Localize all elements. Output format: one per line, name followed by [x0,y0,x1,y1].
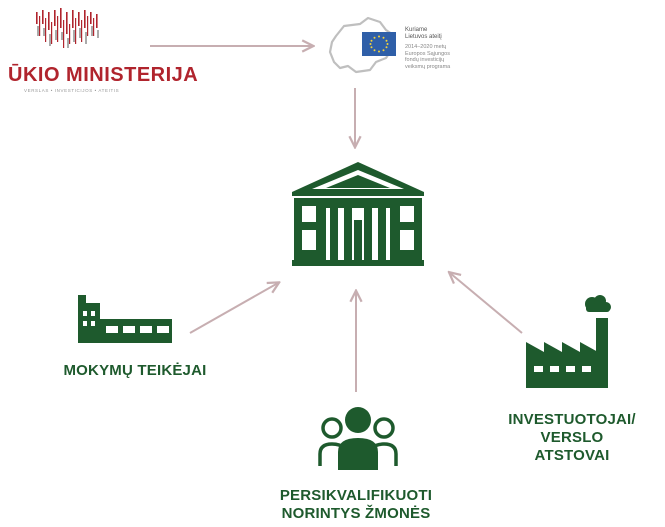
eu-flag-icon [362,32,396,56]
investors-label-line2: VERSLO [540,429,604,446]
ministry-name: ŪKIO MINISTERIJA [8,64,199,86]
training-building-icon [78,295,172,343]
eu-slogan-line1: Kuriame [405,27,428,33]
eu-funds-logo: Kuriame Lietuvos ateitį 2014–2020 metų E… [320,10,460,80]
eu-program-line: 2014–2020 metų [405,44,447,50]
investors-label: INVESTUOTOJAI/ VERSLO ATSTOVAI [482,411,662,465]
lithuania-map-icon [328,16,396,74]
arrow-training-to-center [189,283,278,334]
training-providers-label: MOKYMŲ TEIKĖJAI [63,362,207,379]
people-label-line2: NORINTYS ŽMONĖS [281,505,431,522]
eu-program-line: veiksmų programa [405,63,451,70]
investors-label-line1: INVESTUOTOJAI/ [508,411,636,428]
ministry-subtitle: VERSLAS • INVESTICIJOS • ATEITIS [24,88,120,93]
factory-icon [526,295,611,388]
people-group-icon [318,407,398,470]
eu-program-line: fondų investicijų [405,57,445,63]
ministry-logo: ŪKIO MINISTERIJA VERSLAS • INVESTICIJOS … [8,8,198,93]
eu-program-line: Europos Sąjungos [405,50,450,57]
people-label-line1: PERSIKVALIFIKUOTI [279,487,433,504]
investors-label-line3: ATSTOVAI [534,447,610,464]
people-label: PERSIKVALIFIKUOTI NORINTYS ŽMONĖS [250,487,462,523]
arrow-investors-to-center [450,273,523,334]
ministry-barcode-emblem [36,8,99,48]
institution-building-icon [292,162,424,266]
eu-slogan-line2: Lietuvos ateitį [405,33,442,40]
